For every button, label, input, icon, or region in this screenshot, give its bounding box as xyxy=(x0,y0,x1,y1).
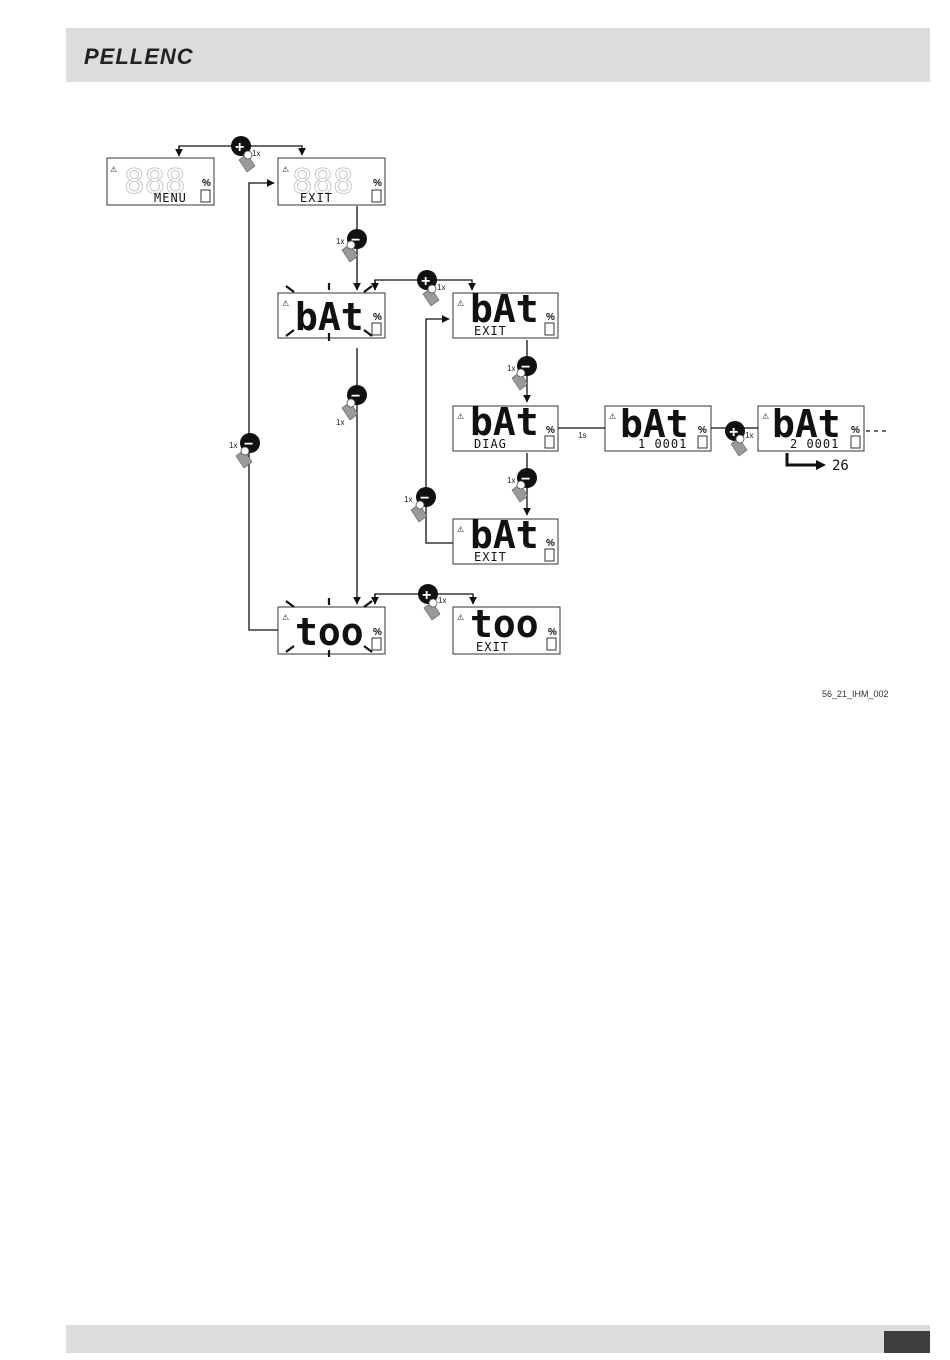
svg-text:1x: 1x xyxy=(437,283,445,292)
lcd-exit-top: 888 ⚠ EXIT % xyxy=(278,158,385,205)
svg-text:⚠: ⚠ xyxy=(457,299,464,308)
plus-button-top: + 1x xyxy=(231,136,260,172)
pct-symbol: % xyxy=(202,178,211,189)
svg-text:2 0001: 2 0001 xyxy=(790,437,839,451)
svg-text:1x: 1x xyxy=(229,441,237,450)
svg-text:1x: 1x xyxy=(404,495,412,504)
svg-text:1x: 1x xyxy=(438,596,446,605)
lcd-too-text: too xyxy=(295,610,364,654)
svg-text:%: % xyxy=(546,425,555,436)
svg-text:⚠: ⚠ xyxy=(609,412,616,421)
svg-text:EXIT: EXIT xyxy=(474,550,507,564)
plus-button-bat: + 1x xyxy=(417,270,445,306)
lcd-menu: 888 ⚠ MENU % xyxy=(107,158,214,205)
lcd-bat-1: ⚠ bAt 1 0001 % xyxy=(605,402,711,451)
plus-button-too: + 1x xyxy=(418,584,446,620)
svg-text:⚠: ⚠ xyxy=(762,412,769,421)
svg-text:+: + xyxy=(235,139,244,156)
minus-button-left-loop: − 1x xyxy=(229,433,260,468)
svg-text:%: % xyxy=(546,538,555,549)
lcd-bat-diag: ⚠ bAt DIAG % xyxy=(453,400,558,451)
svg-text:%: % xyxy=(548,627,557,638)
hold-1s-label: 1s xyxy=(578,431,586,440)
svg-text:1x: 1x xyxy=(507,476,515,485)
footer-page-tab xyxy=(884,1331,930,1353)
svg-text:%: % xyxy=(698,425,707,436)
svg-text:1x: 1x xyxy=(252,149,260,158)
figure-reference: 56_21_IHM_002 xyxy=(822,689,889,699)
lcd-bat-exit-2: ⚠ bAt EXIT % xyxy=(453,513,558,564)
svg-text:%: % xyxy=(373,627,382,638)
lcd-bat-text: bAt xyxy=(295,295,364,339)
svg-text:⚠: ⚠ xyxy=(110,165,117,174)
svg-text:1x: 1x xyxy=(507,364,515,373)
minus-button-bat-exit: − 1x xyxy=(507,356,537,390)
svg-text:EXIT: EXIT xyxy=(474,324,507,338)
minus-button-bat: − 1x xyxy=(336,385,367,427)
svg-text:EXIT: EXIT xyxy=(476,640,509,654)
svg-text:⚠: ⚠ xyxy=(457,613,464,622)
lcd-too-exit: ⚠ too EXIT % xyxy=(453,602,560,654)
minus-button-inner-loop: − 1x xyxy=(404,487,436,522)
svg-text:%: % xyxy=(851,425,860,436)
svg-text:DIAG: DIAG xyxy=(474,437,507,451)
svg-text:⚠: ⚠ xyxy=(282,613,289,622)
svg-text:1x: 1x xyxy=(336,237,344,246)
svg-text:⚠: ⚠ xyxy=(282,165,289,174)
minus-button-1: − 1x xyxy=(336,229,367,262)
svg-text:⚠: ⚠ xyxy=(282,299,289,308)
next-page-ref: 26 xyxy=(832,458,849,474)
menu-flow-diagram: 888 ⚠ MENU % 888 ⚠ EXIT % ⚠ bAt % ⚠ bAt … xyxy=(0,0,950,720)
plus-button-bat-list: + 1x xyxy=(725,421,753,456)
svg-text:⚠: ⚠ xyxy=(457,525,464,534)
svg-text:⚠: ⚠ xyxy=(457,412,464,421)
footer-band xyxy=(66,1325,930,1353)
svg-text:%: % xyxy=(546,312,555,323)
svg-text:1x: 1x xyxy=(745,431,753,440)
svg-text:%: % xyxy=(373,312,382,323)
lcd-bat-2: ⚠ bAt 2 0001 % xyxy=(758,402,864,451)
minus-button-diag: − 1x xyxy=(507,468,537,502)
svg-text:%: % xyxy=(373,178,382,189)
lcd-bat-flashing: ⚠ bAt % xyxy=(278,293,385,339)
lcd-bat-exit: ⚠ bAt EXIT % xyxy=(453,287,558,338)
svg-text:1x: 1x xyxy=(336,418,344,427)
lcd-menu-text: MENU xyxy=(154,191,187,205)
lcd-exit-text: EXIT xyxy=(300,191,333,205)
svg-text:1 0001: 1 0001 xyxy=(638,437,687,451)
